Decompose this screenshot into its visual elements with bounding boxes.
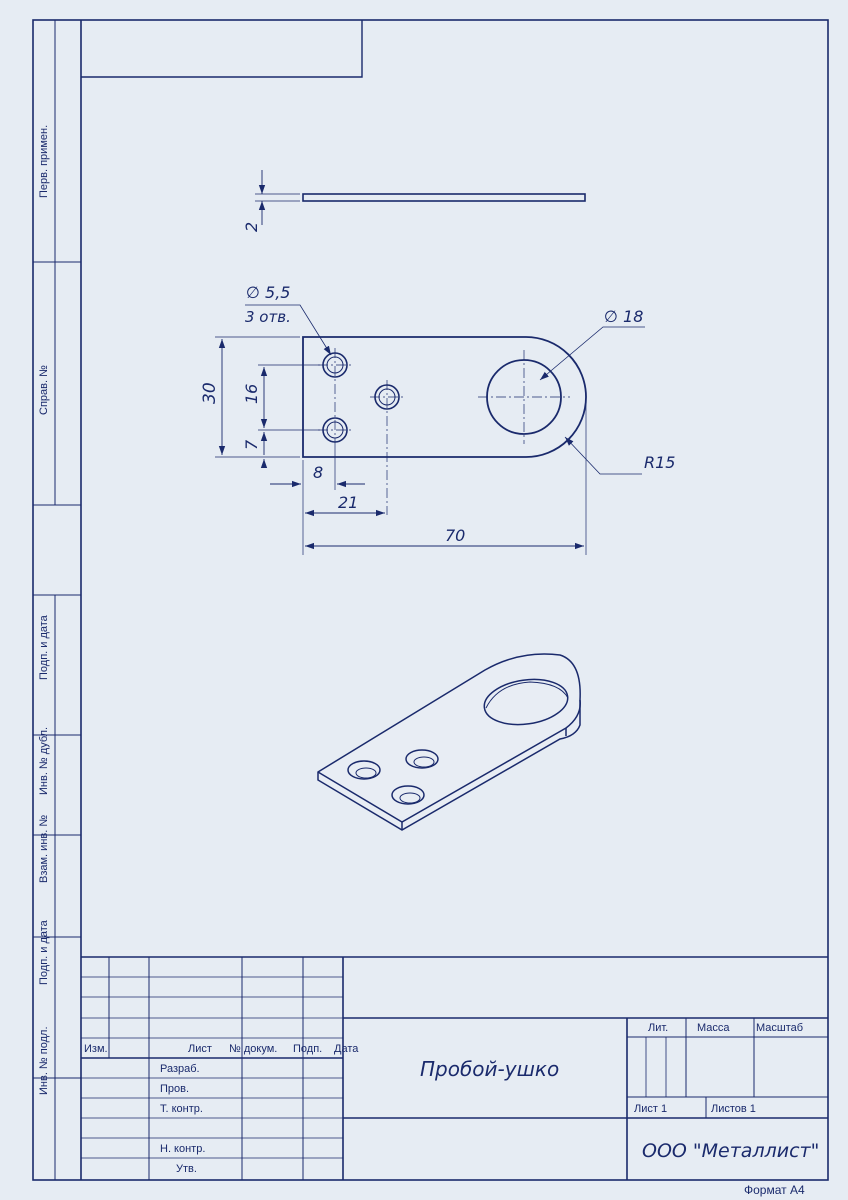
tb-n-kontr: Н. контр. [160, 1143, 205, 1155]
dim-big-dia: ∅ 18 [604, 307, 643, 326]
dim-height: 30 [200, 382, 220, 404]
dim-hole-dia: ∅ 5,5 [246, 283, 290, 302]
tb-masshtab: Масштаб [756, 1022, 803, 1034]
tb-list-1: Лист 1 [634, 1103, 667, 1115]
tb-razrab: Разраб. [160, 1063, 200, 1075]
dim-hole-spacing-v: 16 [242, 384, 261, 404]
center-lines [318, 348, 570, 515]
dim-hole-offset-v: 7 [242, 439, 261, 450]
tb-utv: Утв. [176, 1163, 197, 1175]
tb-col-ndokum: № докум. [229, 1043, 277, 1055]
sidebar-podp-data-bottom: Подп. и дата [38, 919, 50, 985]
tb-col-list: Лист [188, 1043, 212, 1055]
tb-lit: Лит. [648, 1022, 668, 1034]
sidebar-inv-dubl: Инв. № дубл. [38, 727, 50, 795]
tb-listov-1: Листов 1 [711, 1103, 756, 1115]
sidebar-sprav-no: Справ. № [38, 365, 50, 415]
dim-hole-count: 3 отв. [245, 308, 291, 326]
tb-massa: Масса [697, 1022, 730, 1034]
sidebar-podp-data-top: Подп. и дата [38, 614, 50, 680]
sidebar-perv-primen: Перв. примен. [38, 125, 50, 198]
format-label: Формат А4 [744, 1183, 805, 1197]
isometric-view [317, 653, 581, 831]
part-name: Пробой-ушко [420, 1057, 559, 1081]
dim-hole-offset-h: 8 [313, 463, 323, 482]
dim-center-hole-h: 21 [338, 493, 358, 512]
top-view [255, 170, 586, 225]
tb-t-kontr: Т. контр. [160, 1103, 203, 1115]
tb-col-podp: Подп. [293, 1043, 322, 1055]
front-view [215, 304, 645, 555]
dim-length: 70 [445, 526, 465, 545]
company-name: ООО "Металлист" [642, 1140, 819, 1162]
tb-col-izm: Изм. [84, 1043, 108, 1055]
sidebar-inv-podl: Инв. № подл. [38, 1026, 50, 1095]
sidebar-vzam-inv: Взам. инв. № [38, 815, 50, 883]
tb-prov: Пров. [160, 1083, 189, 1095]
dim-radius: R15 [644, 453, 675, 472]
sidebar-labels: Перв. примен. Справ. № Подп. и дата Инв.… [38, 125, 50, 1095]
tb-col-data: Дата [334, 1043, 359, 1055]
dim-thickness: 2 [242, 222, 261, 232]
title-block [81, 956, 828, 1180]
frame [32, 19, 829, 1181]
